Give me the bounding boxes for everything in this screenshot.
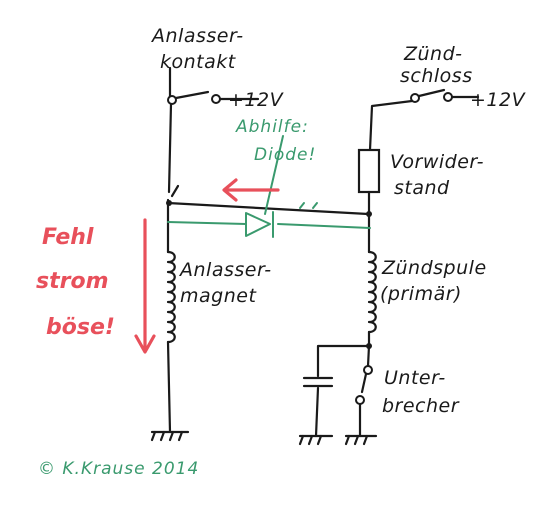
label-starter-contact: Anlasser- — [150, 25, 244, 47]
breaker-terminal-bottom — [355, 395, 365, 405]
label-starter-contact-2: kontakt — [160, 51, 237, 73]
label-ignition-lock: Zünd- — [403, 43, 463, 65]
starter-contact-tick — [170, 184, 180, 198]
label-fault-current: Fehl — [42, 225, 94, 250]
diode-pointer — [264, 135, 284, 215]
ground-capacitor — [298, 434, 334, 446]
ground-left — [150, 430, 190, 442]
remedy-diode — [167, 135, 371, 238]
right-branch — [298, 88, 480, 446]
ignition-coil — [367, 250, 377, 334]
ground-breaker — [344, 434, 378, 446]
label-starter-voltage: +12V — [228, 89, 285, 111]
label-ballast-resistor: Vorwider- — [390, 151, 484, 173]
ignition-lock-blade — [417, 88, 446, 98]
label-ignition-lock-2: schloss — [400, 65, 473, 87]
starter-contact-blade — [174, 90, 210, 100]
ballast-resistor — [357, 148, 381, 194]
label-starter-magnet-2: magnet — [180, 285, 257, 307]
label-copyright: © K.Krause 2014 — [38, 459, 199, 479]
diode-wire — [167, 221, 371, 229]
wire-lock-to-resistor — [368, 99, 414, 152]
diode-triangle — [245, 212, 271, 237]
fault-arrow-vertical — [134, 218, 156, 354]
starter-magnet-coil — [166, 250, 176, 344]
label-breaker: Unter- — [384, 367, 446, 389]
label-remedy-2: Diode! — [254, 145, 316, 165]
starter-contact-terminal — [167, 95, 177, 105]
label-starter-magnet: Anlasser- — [178, 259, 272, 281]
label-remedy: Abhilfe: — [235, 117, 309, 137]
breaker-terminal-top — [363, 365, 373, 375]
breaker-blade — [360, 372, 368, 394]
label-ignition-voltage: +12V — [470, 89, 527, 111]
wire-left-mid — [167, 102, 173, 194]
wire-cross-connection — [166, 201, 370, 216]
left-branch — [150, 66, 260, 442]
junction-left — [166, 200, 172, 206]
diode-wire-joint — [299, 202, 318, 209]
ignition-lock-terminal-2 — [443, 92, 453, 102]
wire-capacitor-branch — [316, 344, 370, 378]
starter-contact-terminal-2 — [211, 94, 221, 104]
label-breaker-2: brecher — [382, 395, 460, 417]
label-ignition-coil: Zündspule — [381, 257, 487, 279]
fault-arrow-horizontal — [222, 178, 280, 202]
label-ignition-coil-2: (primär) — [380, 283, 462, 305]
ignition-lock-terminal — [410, 93, 420, 103]
wire-coil-to-breaker — [366, 330, 371, 368]
label-ballast-resistor-2: stand — [394, 177, 450, 199]
fault-current — [134, 178, 280, 354]
label-fault-current-2: strom — [36, 269, 109, 294]
label-fault-current-3: böse! — [46, 315, 115, 340]
wire-left-bottom — [166, 340, 172, 434]
wire-capacitor-bottom — [314, 386, 320, 438]
